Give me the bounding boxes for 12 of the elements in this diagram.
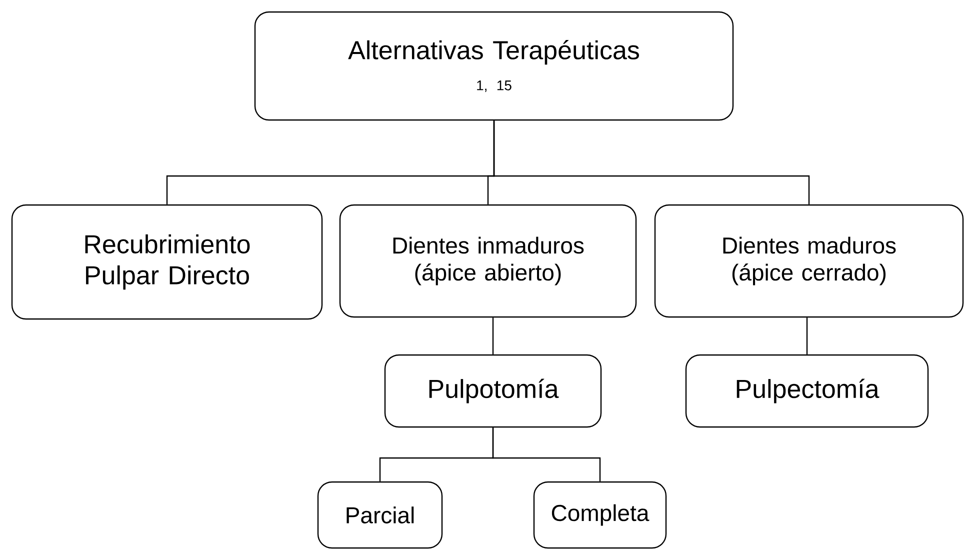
process-box: Pulpectomía <box>685 354 929 428</box>
process-box: Parcial <box>317 481 443 549</box>
process-box: Dientes inmaduros (ápice abierto) <box>339 204 637 318</box>
process-box: Recubrimiento Pulpar Directo <box>11 204 323 320</box>
connector-line <box>493 120 810 204</box>
process-box: Pulpotomía <box>384 354 602 428</box>
process-box: Completa <box>533 481 667 549</box>
connector-line <box>492 318 494 354</box>
connector-line <box>492 428 601 482</box>
connector-line <box>806 318 808 354</box>
process-box: Dientes maduros (ápice cerrado) <box>654 204 964 318</box>
process-box: Alternativas Terapéuticas 1, 15 <box>254 11 734 121</box>
